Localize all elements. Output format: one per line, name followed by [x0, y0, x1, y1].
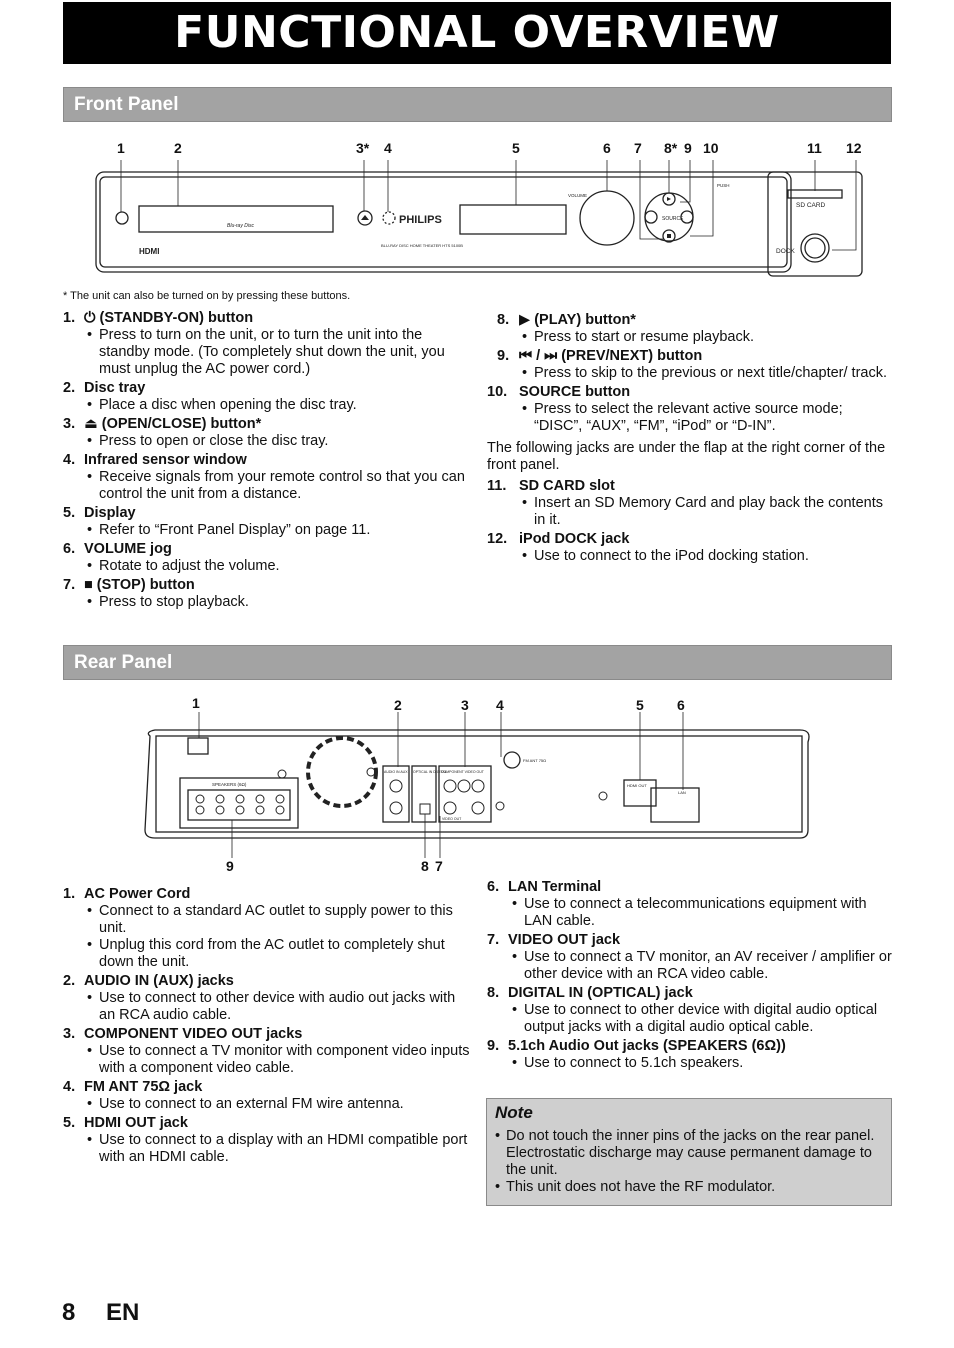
- page-language: EN: [106, 1299, 140, 1326]
- source-button-text: SOURCE: [662, 216, 684, 222]
- front-item-7: 7.■ (STOP) button Press to stop playback…: [63, 577, 473, 611]
- rear-callout-4: 4: [496, 697, 504, 713]
- bluray-logo-text: Blu-ray Disc: [227, 223, 254, 229]
- page-title-bar: FUNCTIONAL OVERVIEW: [63, 2, 891, 64]
- rear-item-4: 4.FM ANT 75Ω jack Use to connect to an e…: [63, 1079, 473, 1113]
- front-panel-left-list: 1.⏻ (STANDBY-ON) button Press to turn on…: [63, 310, 473, 613]
- rear-item-9: 9.5.1ch Audio Out jacks (SPEAKERS (6Ω)) …: [487, 1038, 892, 1072]
- front-item-3: 3.⏏ (OPEN/CLOSE) button* Press to open o…: [63, 416, 473, 450]
- front-callout-4: 4: [384, 140, 392, 156]
- front-item-9: 9.⏮ / ⏭ (PREV/NEXT) button Press to skip…: [487, 348, 892, 382]
- rear-panel-heading-bar: Rear Panel: [63, 645, 892, 680]
- rear-panel-left-list: 1.AC Power Cord Connect to a standard AC…: [63, 886, 473, 1168]
- rear-item-2: 2.AUDIO IN (AUX) jacks Use to connect to…: [63, 973, 473, 1024]
- front-item-10: 10.SOURCE button Press to select the rel…: [487, 384, 892, 435]
- front-callout-1: 1: [117, 140, 125, 156]
- prev-next-icon: ⏮ / ⏭: [519, 348, 562, 364]
- front-callout-11: 11: [807, 140, 822, 156]
- front-panel-diagram: SOURCE PHILIPS BLU-RAY DISC HOME THEATER…: [95, 160, 863, 277]
- front-item-1: 1.⏻ (STANDBY-ON) button Press to turn on…: [63, 310, 473, 378]
- rear-panel-diagram: SPEAKERS (6Ω) AUDIO IN AUX OPTICAL IN DI…: [144, 712, 810, 858]
- jack-intro-text: The following jacks are under the flap a…: [487, 440, 886, 473]
- note-box: Note Do not touch the inner pins of the …: [486, 1098, 892, 1206]
- front-item-8: 8.▶ (PLAY) button* Press to start or res…: [487, 312, 892, 346]
- front-callout-6: 6: [603, 140, 611, 156]
- note-item-2: This unit does not have the RF modulator…: [495, 1179, 885, 1196]
- rear-callout-1: 1: [192, 695, 200, 711]
- push-text: PUSH: [717, 183, 730, 188]
- fm-ant-text: FM ANT 75Ω: [523, 758, 546, 763]
- front-panel-heading: Front Panel: [74, 94, 179, 115]
- rear-item-1: 1.AC Power Cord Connect to a standard AC…: [63, 886, 473, 971]
- eject-icon: ⏏: [84, 416, 102, 432]
- video-out-text: VIDEO OUT: [442, 817, 462, 821]
- front-callout-10: 10: [703, 140, 719, 156]
- rear-item-3: 3.COMPONENT VIDEO OUT jacks Use to conne…: [63, 1026, 473, 1077]
- note-title: Note: [495, 1103, 533, 1122]
- front-callout-7: 7: [634, 140, 642, 156]
- rear-item-8: 8.DIGITAL IN (OPTICAL) jack Use to conne…: [487, 985, 892, 1036]
- front-callout-2: 2: [174, 140, 182, 156]
- front-callout-12: 12: [846, 140, 862, 156]
- front-item-5: 5.Display Refer to “Front Panel Display”…: [63, 505, 473, 539]
- note-item-1: Do not touch the inner pins of the jacks…: [495, 1128, 885, 1179]
- rear-item-6: 6.LAN Terminal Use to connect a telecomm…: [487, 879, 892, 930]
- philips-logo-text: PHILIPS: [399, 214, 442, 226]
- rear-callout-9: 9: [226, 858, 234, 874]
- hdmi-logo-text: HDMI: [139, 247, 159, 256]
- front-item-2: 2.Disc tray Place a disc when opening th…: [63, 380, 473, 414]
- front-item-4: 4.Infrared sensor window Receive signals…: [63, 452, 473, 503]
- rear-item-7: 7.VIDEO OUT jack Use to connect a TV mon…: [487, 932, 892, 983]
- stop-icon: ■: [84, 577, 97, 593]
- model-text: BLU-RAY DISC HOME THEATER HTS 5100B: [381, 243, 463, 248]
- page-number: 8: [62, 1299, 76, 1326]
- rear-callout-5: 5: [636, 697, 644, 713]
- page-title: FUNCTIONAL OVERVIEW: [174, 7, 780, 58]
- rear-item-5: 5.HDMI OUT jack Use to connect to a disp…: [63, 1115, 473, 1166]
- rear-callout-7: 7: [435, 858, 443, 874]
- lan-text: LAN: [678, 790, 686, 795]
- rear-panel-heading: Rear Panel: [74, 652, 173, 673]
- front-item-6: 6.VOLUME jog Rotate to adjust the volume…: [63, 541, 473, 575]
- rear-callout-3: 3: [461, 697, 469, 713]
- component-text: COMPONENT VIDEO OUT: [441, 770, 485, 774]
- rear-callout-2: 2: [394, 697, 402, 713]
- front-item-12: 12.iPod DOCK jack Use to connect to the …: [487, 531, 892, 565]
- volume-text: VOLUME: [568, 193, 587, 198]
- sd-card-text: SD CARD: [796, 202, 826, 209]
- audio-in-text: AUDIO IN AUX: [384, 770, 408, 774]
- rear-callout-8: 8: [421, 858, 429, 874]
- front-callout-3: 3*: [356, 140, 370, 156]
- power-icon: ⏻: [84, 310, 100, 326]
- speakers-text: SPEAKERS (6Ω): [212, 782, 247, 787]
- hdmi-out-text: HDMI OUT: [627, 783, 647, 788]
- front-panel-footnote: * The unit can also be turned on by pres…: [63, 290, 351, 302]
- front-callout-5: 5: [512, 140, 520, 156]
- rear-callout-6: 6: [677, 697, 685, 713]
- optical-text: OPTICAL IN DIGITAL: [413, 770, 447, 774]
- front-panel-right-list: 8.▶ (PLAY) button* Press to start or res…: [487, 312, 892, 567]
- dock-text: DOCK: [776, 248, 795, 255]
- play-icon: ▶: [519, 312, 535, 328]
- front-item-11: 11.SD CARD slot Insert an SD Memory Card…: [487, 478, 892, 529]
- front-callout-9: 9: [684, 140, 692, 156]
- front-panel-heading-bar: Front Panel: [63, 87, 892, 122]
- front-callout-8: 8*: [664, 140, 678, 156]
- rear-panel-right-list: 6.LAN Terminal Use to connect a telecomm…: [487, 879, 892, 1074]
